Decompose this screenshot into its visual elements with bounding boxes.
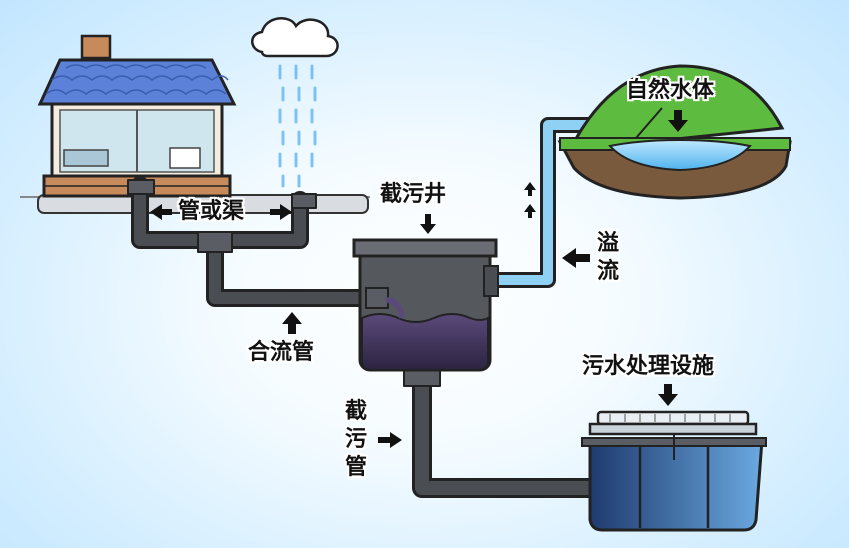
arrow-down-icon	[420, 214, 436, 234]
arrow-left-icon	[150, 204, 172, 220]
arrow-down-icon	[668, 110, 688, 132]
arrow-up-icon	[524, 182, 536, 196]
house-illustration	[37, 34, 237, 198]
arrow-up-icon	[524, 204, 536, 218]
interceptor-pipe	[403, 367, 590, 498]
arrow-up-icon	[282, 312, 302, 334]
treatment-facility-label: 污水处理设施	[582, 354, 715, 379]
pipe-or-channel-label: 管或渠	[178, 199, 245, 224]
interceptor-well-label: 截污井	[380, 182, 447, 207]
treatment-facility	[581, 410, 767, 532]
combined-pipe-label: 合流管	[248, 340, 315, 365]
natural-water-body	[557, 64, 792, 200]
combined-pipe	[127, 176, 379, 307]
arrow-icons	[150, 110, 688, 448]
arrow-left-icon	[562, 248, 590, 268]
arrow-right-icon	[378, 432, 402, 448]
natural-water-label: 自然水体	[626, 78, 715, 103]
arrow-right-icon	[270, 204, 292, 220]
interceptor-pipe-label: 截污管	[344, 399, 367, 480]
interceptor-well	[352, 238, 499, 372]
overflow-label: 溢流	[596, 231, 619, 284]
arrow-down-icon	[658, 384, 678, 406]
rain-cloud-icon	[251, 17, 339, 188]
